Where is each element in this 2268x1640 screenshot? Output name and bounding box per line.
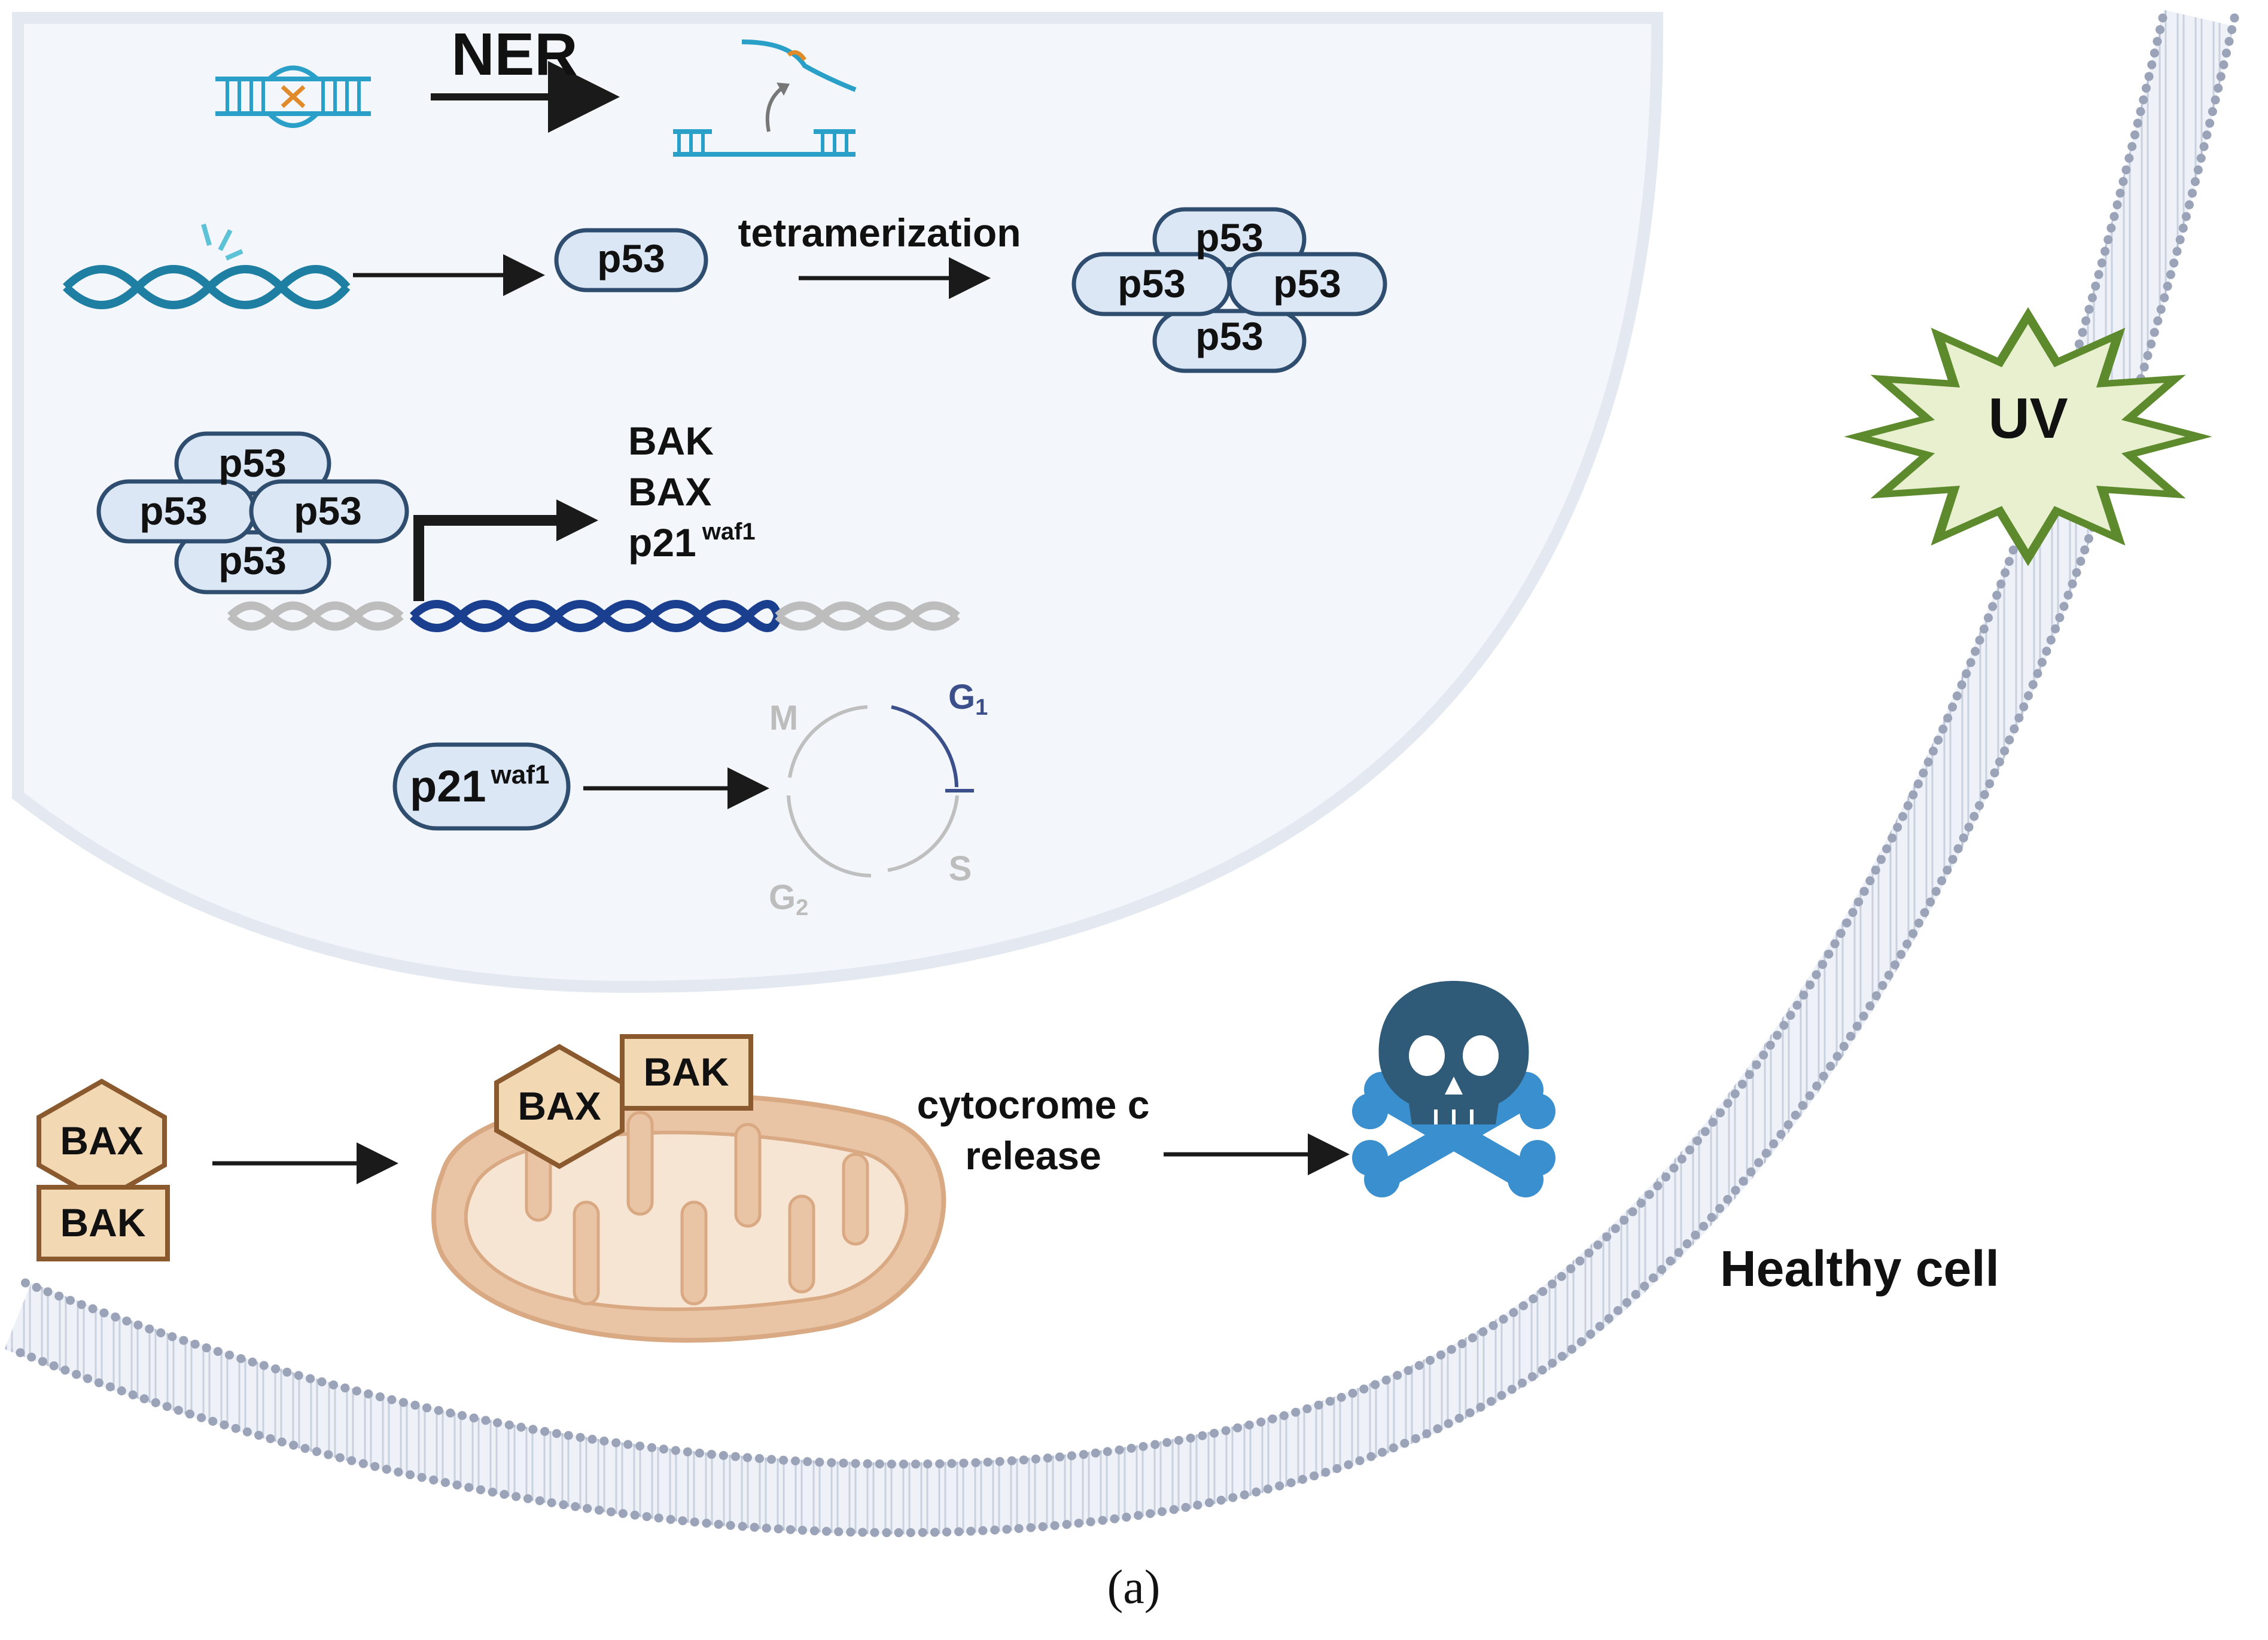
transcription-arrowhead — [556, 499, 598, 541]
dna-damage-spark-icon — [201, 223, 243, 261]
p53-monomer: p53 — [554, 228, 708, 292]
transcription-start-arrow — [413, 515, 556, 601]
cytochrome-line2: release — [965, 1133, 1101, 1178]
ner-label: NER — [451, 21, 577, 88]
phase-g2: G2 — [769, 878, 808, 920]
svg-text:p53: p53 — [1118, 261, 1186, 306]
svg-text:BAK: BAK — [60, 1200, 146, 1245]
tetramerization-label: tetramerization — [738, 211, 1021, 255]
dna-helix-icon — [63, 265, 351, 309]
svg-text:BAX: BAX — [60, 1118, 143, 1163]
p53-tetramer-bound: p53 p53 p53 p53 — [96, 431, 409, 595]
uv-label: UV — [1988, 386, 2068, 450]
cell-cycle-diagram — [787, 705, 974, 877]
phase-s: S — [949, 849, 972, 888]
apoptosis-pathway: BAX BAK BAX BAK — [36, 981, 1555, 1343]
svg-text:p53: p53 — [1273, 261, 1341, 306]
bax-protein: BAX — [36, 1078, 167, 1204]
svg-text:p53: p53 — [218, 538, 287, 583]
cell-death-icon — [1352, 981, 1555, 1197]
phase-m: M — [769, 699, 798, 737]
dna-strand — [227, 600, 960, 632]
target-bax: BAX — [628, 470, 711, 514]
svg-text:p53: p53 — [294, 489, 362, 533]
svg-text:BAK: BAK — [644, 1050, 729, 1094]
cytochrome-line1: cytocrome c — [917, 1083, 1150, 1127]
panel-caption: (a) — [1107, 1561, 1161, 1614]
healthy-cell-label: Healthy cell — [1720, 1240, 1999, 1297]
damaged-dna-icon — [215, 65, 371, 128]
bak-on-mitochondrion: BAK — [620, 1034, 753, 1111]
excised-dna-icon — [673, 39, 857, 157]
svg-text:p53: p53 — [1195, 215, 1264, 260]
svg-text:p53: p53 — [139, 489, 208, 533]
ner-step: NER — [215, 21, 857, 157]
svg-text:p53: p53 — [218, 441, 287, 485]
uv-burst: UV — [1844, 307, 2212, 566]
phase-g1: G1 — [948, 678, 988, 720]
target-bak: BAK — [628, 419, 714, 463]
svg-text:p53: p53 — [597, 236, 665, 281]
p53-tetramer-top: p53 p53 p53 p53 — [1071, 207, 1387, 373]
p53-activation-step: p53 tetramerization p53 p53 p53 p53 — [63, 207, 1387, 373]
svg-text:BAX: BAX — [517, 1084, 601, 1128]
bak-protein: BAK — [36, 1185, 170, 1261]
svg-text:p53: p53 — [1195, 314, 1264, 358]
bax-on-mitochondrion: BAX — [494, 1044, 625, 1169]
